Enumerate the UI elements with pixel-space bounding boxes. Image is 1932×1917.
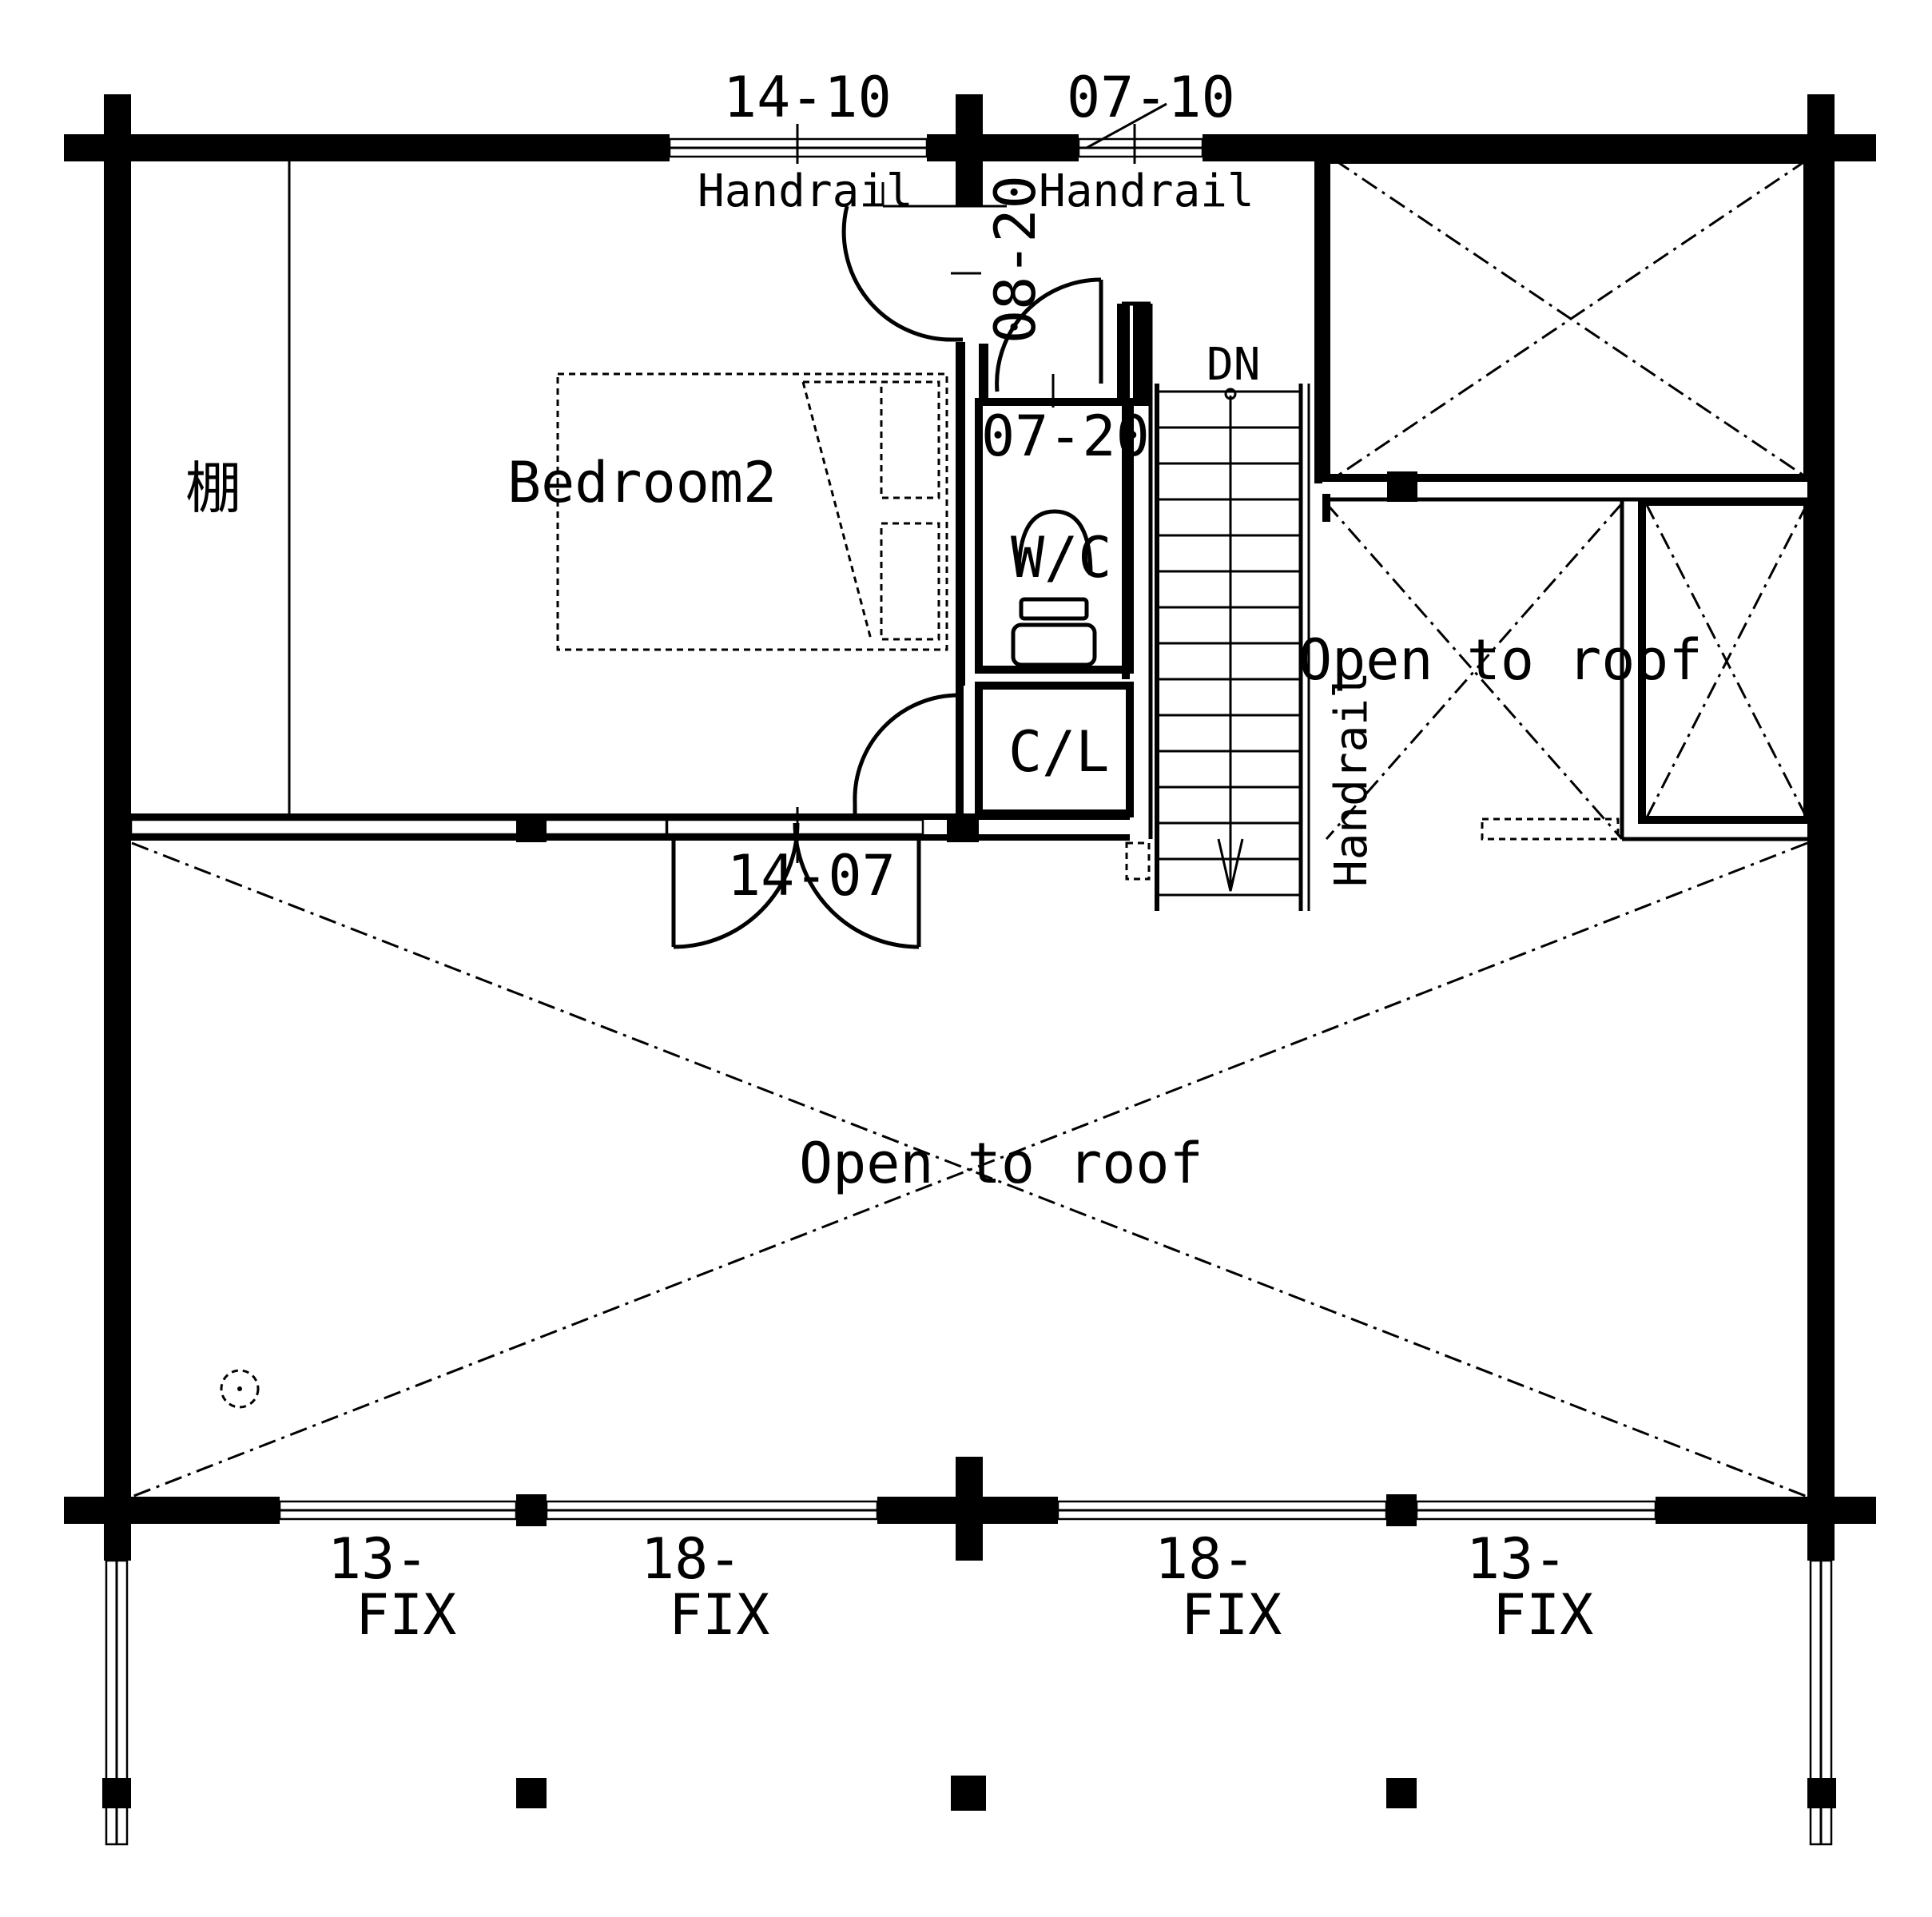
door-swing-bedroom-left xyxy=(673,822,800,949)
window-label-14-10: 14-10 xyxy=(723,65,892,130)
window-bottom-3-size: 18- xyxy=(1155,1526,1255,1592)
room-label-closet: C/L xyxy=(1008,719,1109,785)
bottom-wall-left xyxy=(64,1497,280,1524)
porch-post-5 xyxy=(1807,1778,1836,1808)
porch-post-2 xyxy=(516,1778,547,1808)
room-label-open-right: Open to roof xyxy=(1298,627,1703,693)
toilet-icon xyxy=(1011,509,1097,667)
handrail-label-top-right: Handrail xyxy=(1039,165,1254,217)
door-label-14-07: 14-07 xyxy=(727,843,896,909)
door-swings xyxy=(671,205,1103,949)
left-wall xyxy=(104,134,131,1541)
fixture-marker xyxy=(220,1369,260,1409)
bed-outline xyxy=(556,372,948,651)
handrail-label-top-left: Handrail xyxy=(698,165,913,217)
right-wall xyxy=(1807,134,1835,1541)
room-label-wc: W/C xyxy=(1011,525,1111,591)
exterior-walls xyxy=(64,94,1876,1561)
window-bottom-3-type: FIX xyxy=(1181,1582,1282,1648)
door-swing-closet xyxy=(853,693,960,804)
room-label-bedroom: Bedroom2 xyxy=(507,450,777,515)
window-bottom-4-type: FIX xyxy=(1493,1582,1593,1648)
porch-post-1 xyxy=(102,1778,131,1808)
door-label-07-20: 07-20 xyxy=(981,404,1150,469)
pillow-1 xyxy=(880,380,940,499)
door-swing-wc xyxy=(995,277,1102,392)
top-handrail xyxy=(881,182,1007,208)
window-bottom-2-size: 18- xyxy=(641,1526,741,1592)
bottom-windows xyxy=(278,1500,1657,1521)
window-bottom-1-type: FIX xyxy=(356,1582,456,1648)
closet-enclosure xyxy=(975,682,1134,817)
window-bottom-4-size: 13- xyxy=(1466,1526,1567,1592)
stairs xyxy=(1125,384,1310,911)
post-top-center xyxy=(956,94,983,206)
porch xyxy=(102,1559,1836,1846)
right-openings xyxy=(1314,156,1811,841)
top-windows xyxy=(668,102,1204,164)
open-area-diagonals xyxy=(131,841,1808,1498)
top-wall-mid xyxy=(927,134,1079,161)
window-label-07-10: 07-10 xyxy=(1067,65,1235,130)
post-bottom-center xyxy=(956,1457,983,1561)
bed xyxy=(556,372,948,651)
door-label-08-20: 08-20 xyxy=(983,175,1048,344)
pillow-2 xyxy=(880,522,940,641)
bottom-wall-right xyxy=(1656,1497,1876,1524)
room-label-shelf: 棚 xyxy=(185,455,241,521)
porch-post-4 xyxy=(1386,1778,1417,1808)
window-bottom-2-type: FIX xyxy=(669,1582,769,1648)
interior-walls xyxy=(129,160,1153,842)
stairs-direction: DN xyxy=(1207,339,1260,391)
porch-post-3 xyxy=(951,1776,986,1811)
window-bottom-1-size: 13- xyxy=(328,1526,428,1592)
top-wall-left xyxy=(64,134,670,161)
handrail-label-stair: Handrail xyxy=(1326,671,1377,887)
door-swing-top xyxy=(841,205,956,342)
room-label-open-center: Open to roof xyxy=(799,1131,1203,1196)
